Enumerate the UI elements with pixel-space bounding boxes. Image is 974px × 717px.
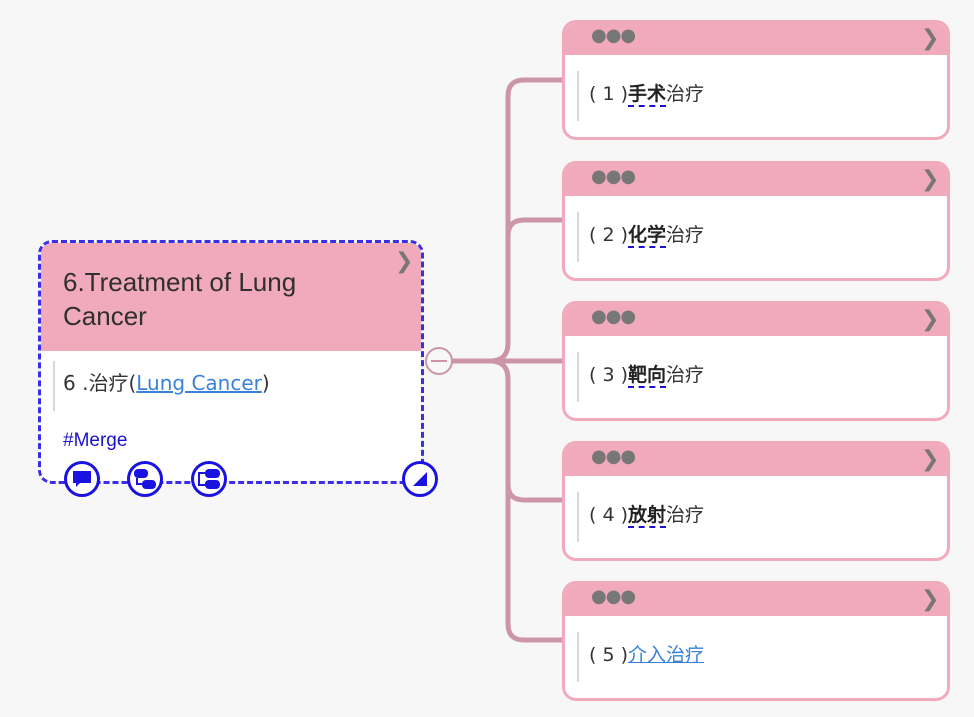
- subtopic-suffix: 治疗: [666, 364, 705, 386]
- comment-icon: [73, 471, 91, 487]
- subtopic-header: ●●● ❯: [565, 584, 947, 616]
- relationship-icon: [134, 469, 156, 489]
- chevron-right-icon[interactable]: ❯: [921, 167, 940, 192]
- subtopic-node[interactable]: ●●● ❯ ( 1 )手术治疗: [562, 20, 950, 140]
- subtopic-header: ●●● ❯: [565, 164, 947, 196]
- subtopic-suffix: 治疗: [666, 83, 705, 105]
- note-bar: [577, 352, 579, 402]
- note-prefix: 6 .治疗(: [63, 371, 137, 395]
- note-bar: [577, 632, 579, 682]
- boundary-icon: [198, 469, 220, 489]
- collapse-toggle-icon[interactable]: [425, 347, 453, 375]
- subtopic-suffix: 治疗: [666, 224, 705, 246]
- note-bar: [577, 212, 579, 262]
- more-dots-icon[interactable]: ●●●: [591, 586, 636, 607]
- note-bar: [53, 361, 55, 411]
- central-topic-node[interactable]: 6.Treatment of Lung Cancer ❯ 6 .治疗(Lung …: [38, 240, 424, 484]
- subtopic-node[interactable]: ●●● ❯ ( 3 )靶向治疗: [562, 301, 950, 421]
- subtopic-keyword: 靶向: [628, 364, 667, 388]
- subtopic-text: ( 3 )靶向治疗: [589, 360, 705, 388]
- central-topic-note: 6 .治疗(Lung Cancer): [63, 367, 270, 396]
- boundary-button[interactable]: [191, 461, 227, 497]
- chevron-right-icon[interactable]: ❯: [921, 587, 940, 612]
- more-dots-icon[interactable]: ●●●: [591, 306, 636, 327]
- subtopic-suffix: 治疗: [666, 504, 705, 526]
- subtopic-text: ( 1 )手术治疗: [589, 79, 705, 107]
- more-dots-icon[interactable]: ●●●: [591, 446, 636, 467]
- subtopic-number: ( 3 ): [589, 364, 628, 386]
- chevron-right-icon[interactable]: ❯: [921, 307, 940, 332]
- subtopic-header: ●●● ❯: [565, 23, 947, 55]
- note-suffix: ): [261, 371, 270, 395]
- subtopic-number: ( 4 ): [589, 504, 628, 526]
- subtopic-number: ( 2 ): [589, 224, 628, 246]
- note-bar: [577, 492, 579, 542]
- subtopic-text: ( 5 )介入治疗: [589, 640, 704, 667]
- subtopic-link[interactable]: 介入治疗: [628, 644, 705, 666]
- central-topic-header: 6.Treatment of Lung Cancer ❯: [41, 243, 421, 351]
- comment-button[interactable]: [64, 461, 100, 497]
- subtopic-header: ●●● ❯: [565, 304, 947, 336]
- lung-cancer-link[interactable]: Lung Cancer: [136, 371, 262, 395]
- subtopic-node[interactable]: ●●● ❯ ( 2 )化学治疗: [562, 161, 950, 281]
- subtopic-keyword: 手术: [628, 83, 667, 107]
- more-dots-icon[interactable]: ●●●: [591, 166, 636, 187]
- merge-tag[interactable]: #Merge: [63, 430, 128, 451]
- central-topic-body: 6 .治疗(Lung Cancer) #Merge: [41, 351, 421, 481]
- subtopic-node[interactable]: ●●● ❯ ( 4 )放射治疗: [562, 441, 950, 561]
- resize-button[interactable]: [402, 461, 438, 497]
- chevron-right-icon[interactable]: ❯: [921, 26, 940, 51]
- note-bar: [577, 71, 579, 121]
- subtopic-keyword: 放射: [628, 504, 667, 528]
- corner-resize-icon: [413, 472, 427, 486]
- subtopic-number: ( 1 ): [589, 83, 628, 105]
- relationship-button[interactable]: [127, 461, 163, 497]
- subtopic-keyword: 化学: [628, 224, 667, 248]
- subtopic-text: ( 2 )化学治疗: [589, 220, 705, 248]
- chevron-right-icon[interactable]: ❯: [395, 249, 414, 274]
- subtopic-text: ( 4 )放射治疗: [589, 500, 705, 528]
- chevron-right-icon[interactable]: ❯: [921, 447, 940, 472]
- subtopic-number: ( 5 ): [589, 644, 628, 666]
- more-dots-icon[interactable]: ●●●: [591, 25, 636, 46]
- subtopic-header: ●●● ❯: [565, 444, 947, 476]
- central-topic-title: 6.Treatment of Lung Cancer: [63, 267, 297, 331]
- subtopic-node[interactable]: ●●● ❯ ( 5 )介入治疗: [562, 581, 950, 701]
